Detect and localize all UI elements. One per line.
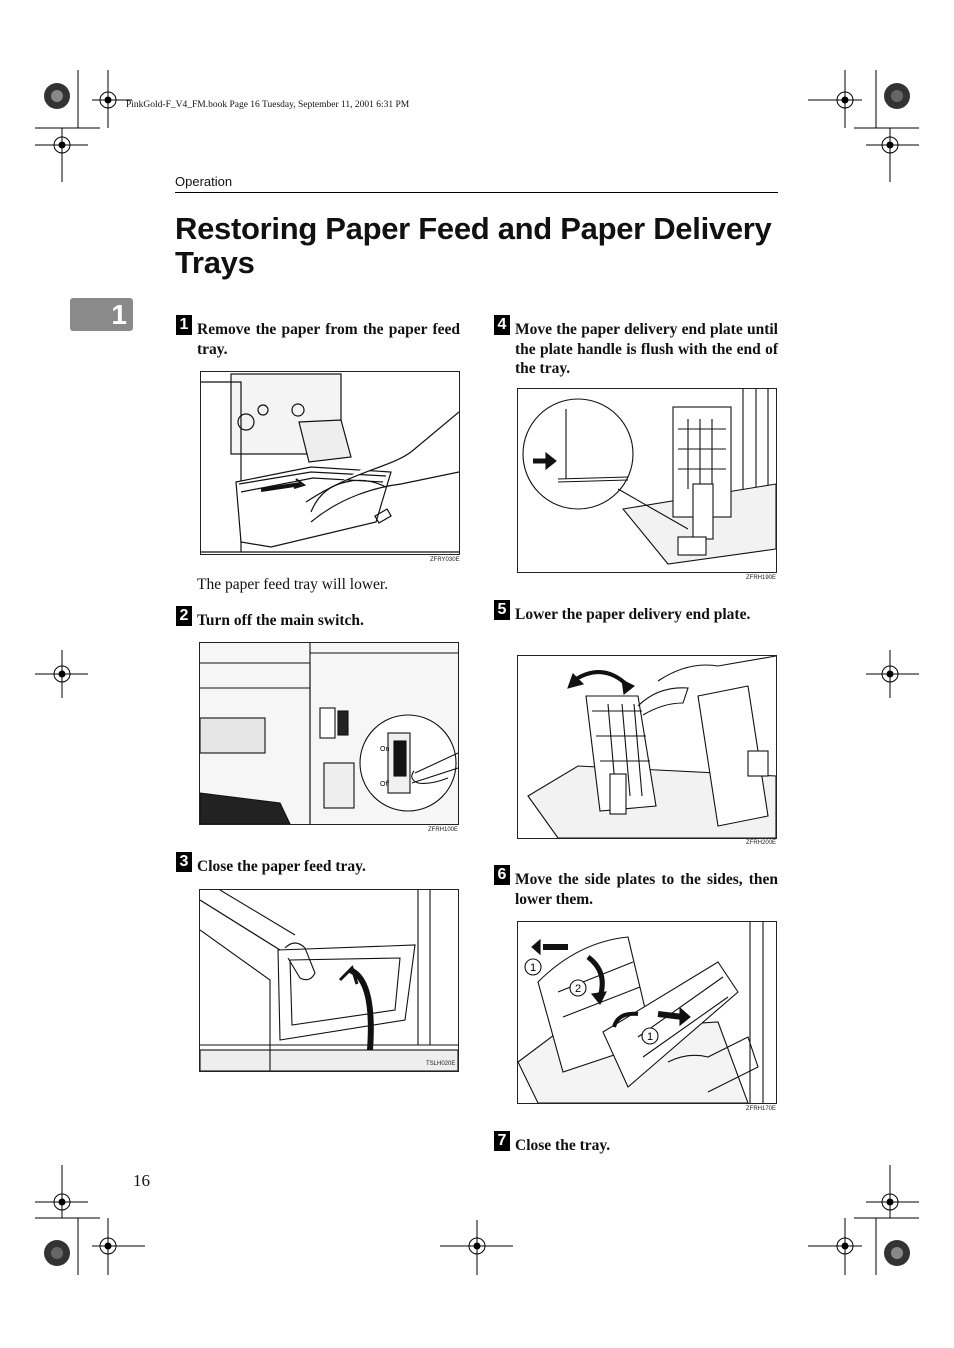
step-number: 7 — [494, 1131, 510, 1151]
header-rule — [175, 192, 778, 193]
figure-code: ZFRH170E — [746, 1106, 777, 1112]
figure-code: ZFRH200E — [746, 840, 777, 846]
step-number: 1 — [176, 315, 192, 335]
figure-remove-paper — [200, 371, 460, 555]
step-instruction: Lower the paper delivery end plate. — [515, 606, 751, 623]
page-title: Restoring Paper Feed and Paper Delivery … — [175, 211, 772, 280]
running-header: Operation — [175, 174, 233, 189]
step-instruction: Remove the paper from the paper feed tra… — [197, 321, 460, 358]
figure-code: ZFRH190E — [746, 575, 777, 581]
step-instruction: Move the paper delivery end plate until … — [515, 321, 778, 377]
chapter-tab: 1 — [70, 298, 133, 331]
callout-number: 1 — [647, 1031, 653, 1043]
step-instruction: Move the side plates to the sides, then … — [515, 871, 778, 908]
step-number: 3 — [176, 852, 192, 872]
callout-number: 2 — [575, 983, 581, 995]
step-instruction: Close the paper feed tray. — [197, 858, 366, 875]
figure-code: TSLH020E — [426, 1061, 456, 1067]
figure-main-switch: On Off — [199, 642, 459, 825]
callout-number: 1 — [530, 962, 536, 974]
figure-side-plates: 1 2 1 — [517, 921, 777, 1104]
step-instruction: Close the tray. — [515, 1137, 611, 1154]
switch-off-label: Off — [380, 781, 389, 788]
figure-code: ZFRH100E — [428, 827, 459, 833]
figure-close-feed-tray — [199, 889, 459, 1072]
page-number: 16 — [133, 1171, 150, 1190]
step-number: 5 — [494, 600, 510, 620]
figure-code: ZFRY030E — [430, 557, 460, 563]
step-instruction: Turn off the main switch. — [197, 612, 364, 629]
switch-on-label: On — [380, 746, 389, 753]
step-number: 6 — [494, 865, 510, 885]
figure-end-plate-flush — [517, 388, 777, 573]
book-meta-line: PinkGold-F_V4_FM.book Page 16 Tuesday, S… — [126, 100, 410, 110]
step-number: 4 — [494, 315, 510, 335]
figure-lower-end-plate — [517, 655, 777, 839]
step-note: The paper feed tray will lower. — [197, 576, 389, 593]
step-number: 2 — [176, 606, 192, 626]
